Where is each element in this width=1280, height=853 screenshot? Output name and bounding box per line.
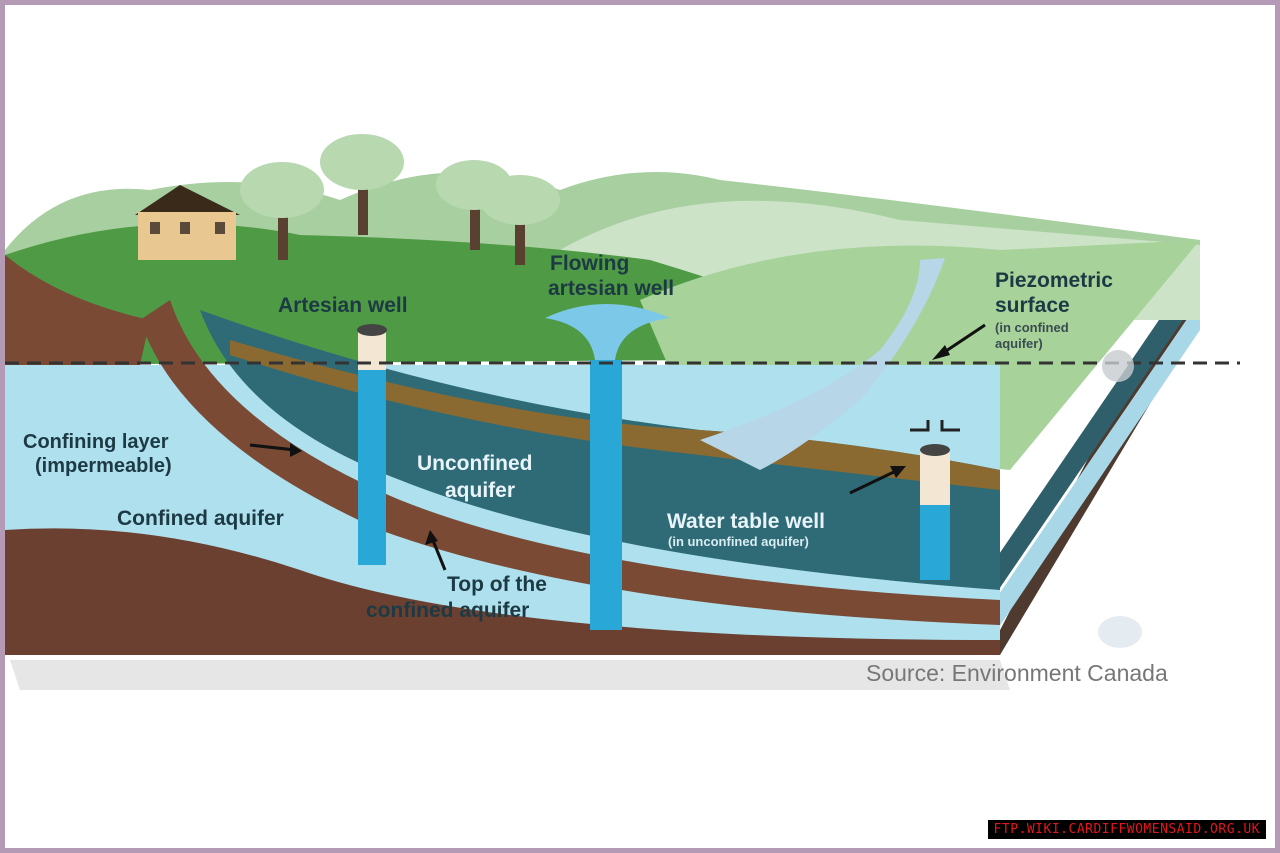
label-confining-line1: Confining layer: [23, 431, 169, 453]
river: [700, 258, 945, 470]
label-top-confined-line2: confined aquifer: [366, 599, 529, 622]
watermark: FTP.WIKI.CARDIFFWOMENSAID.ORG.UK: [987, 820, 1266, 839]
side-unconfined: [995, 260, 1200, 595]
flowing-artesian-well-icon: [545, 304, 670, 630]
label-confined-aquifer: Confined aquifer: [117, 507, 284, 530]
brown-soil-upper: [5, 255, 150, 365]
label-water-table-note: (in unconfined aquifer): [668, 534, 809, 549]
water-table-well-icon: [910, 420, 960, 580]
confining-layer: [140, 300, 1000, 625]
bubble-icon: [1102, 350, 1134, 382]
source-credit: Source: Environment Canada: [866, 660, 1168, 686]
label-unconfined-line2: aquifer: [445, 479, 515, 502]
label-piezometric-note2: aquifer): [995, 336, 1043, 351]
label-water-table-well: Water table well: [667, 510, 825, 533]
label-piezometric-line2: surface: [995, 294, 1070, 317]
block-shadow: [10, 660, 1010, 690]
label-flowing-line1: Flowing: [550, 252, 629, 275]
arrows: [249, 323, 986, 571]
trees: [240, 134, 560, 265]
label-piezometric-note1: (in confined: [995, 320, 1069, 335]
label-confining-line2: (impermeable): [35, 455, 172, 477]
label-flowing-line2: artesian well: [548, 277, 674, 300]
label-artesian-well: Artesian well: [278, 294, 408, 317]
bedrock: [5, 528, 1000, 655]
bubble-icon: [1098, 616, 1142, 648]
label-unconfined-line1: Unconfined: [417, 452, 533, 475]
soil-band: [230, 340, 1000, 490]
label-piezometric-line1: Piezometric: [995, 269, 1113, 292]
house-icon: [135, 185, 240, 260]
side-aquifer: [995, 300, 1200, 630]
label-top-confined-line1: Top of the: [447, 573, 547, 596]
artesian-well-icon: [357, 324, 387, 565]
